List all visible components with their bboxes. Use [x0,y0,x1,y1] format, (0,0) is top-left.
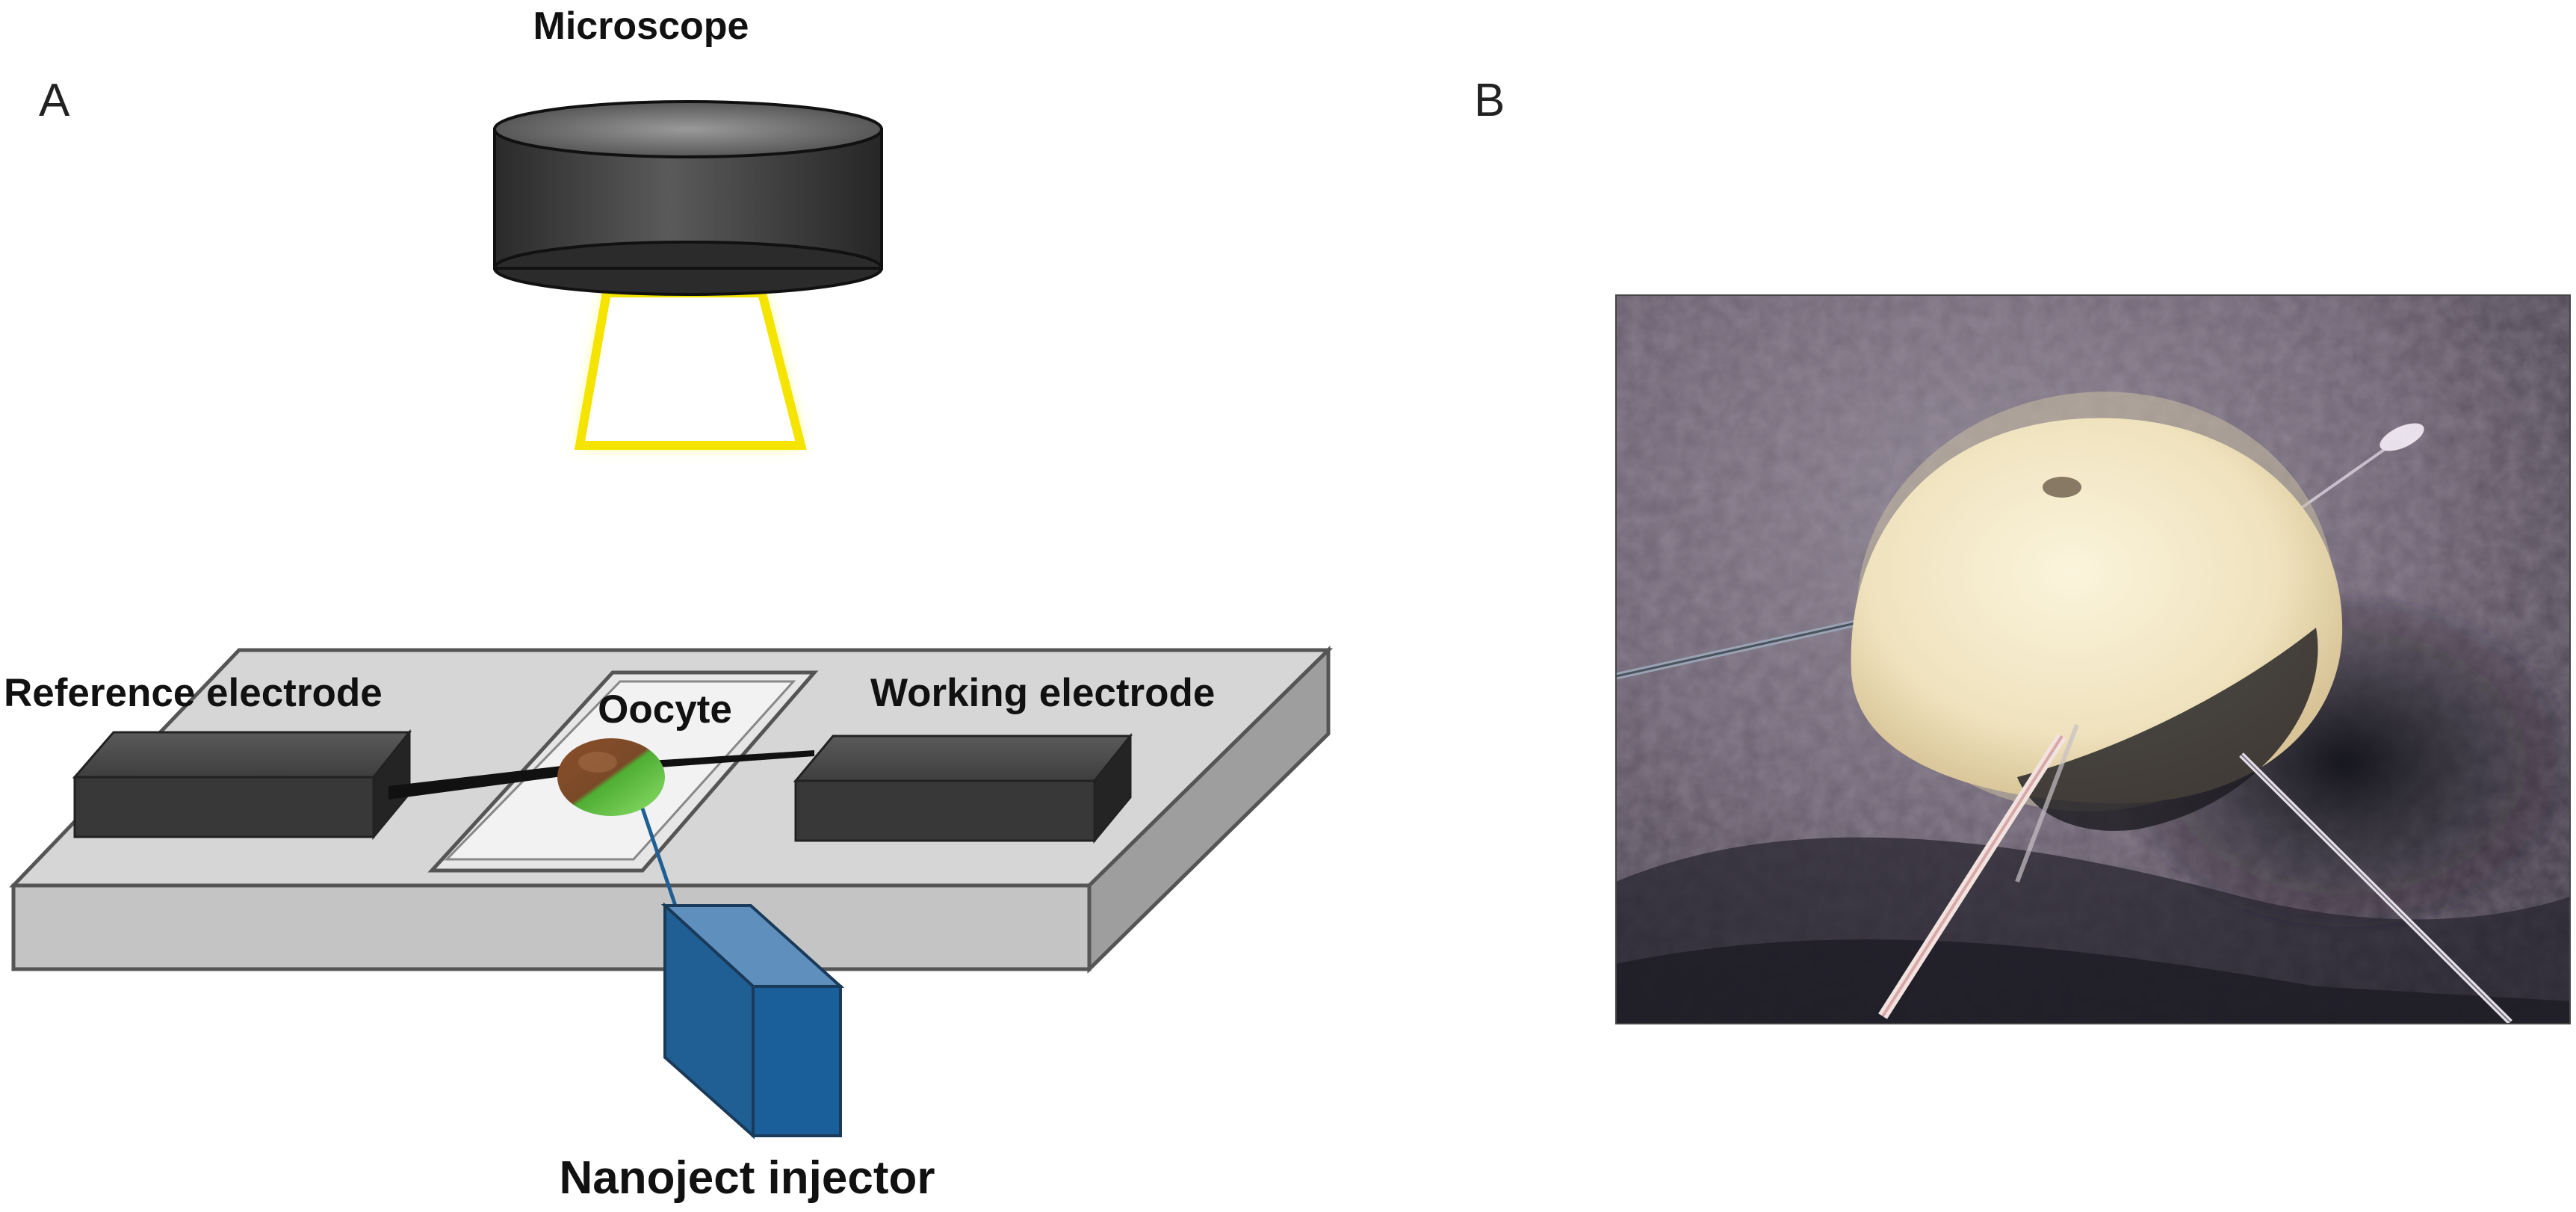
panel-a-letter: A [39,75,70,126]
injector-label: Nanoject injector [560,1152,935,1204]
panel-a: A Microscope [4,4,1334,1204]
panel-b-letter: B [1474,75,1505,126]
injector-needle [640,808,678,909]
electrode-wires [388,750,814,800]
reference-electrode-label: Reference electrode [4,671,383,715]
oocyte-photo [1616,295,2570,1024]
photo-frame [1615,294,2571,1024]
microscope: Microscope [493,4,883,450]
light-beam [574,288,807,450]
reference-electrode-block [72,729,412,841]
oocyte-label: Oocyte [598,687,732,732]
panel-b: B [1474,75,2571,1024]
microscope-label: Microscope [533,4,749,48]
nanoject-injector [660,902,845,1140]
working-electrode-label: Working electrode [870,671,1215,715]
working-electrode-block [793,732,1133,844]
oocyte [557,738,665,816]
microscope-objective [493,100,883,296]
